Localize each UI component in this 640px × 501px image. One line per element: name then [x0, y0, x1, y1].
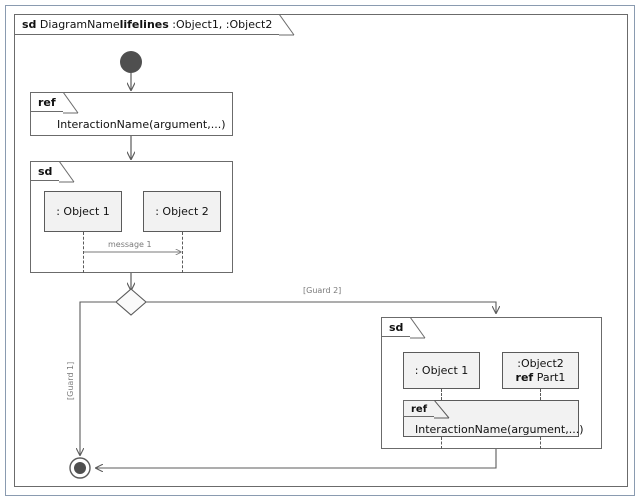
lifeline-object-2 [182, 232, 183, 273]
lifeline-head-label: : Object 1 [414, 363, 469, 377]
ref-top-tag: ref [30, 92, 79, 114]
frame-lifelines-keyword: lifelines [119, 18, 169, 31]
lifeline-head-object-2-right[interactable]: :Object2 ref Part1 [502, 352, 579, 389]
lifeline-head-label-line1: :Object2 [517, 356, 564, 370]
sd-right-keyword: sd [389, 321, 404, 334]
ref-fragment-right[interactable] [403, 400, 579, 437]
lifeline-head-object-1[interactable]: : Object 1 [44, 191, 122, 232]
tag-clip-corner [62, 92, 79, 114]
tag-clip-corner [410, 317, 426, 339]
ref-right-body: InteractionName(argument,...) [415, 423, 584, 436]
lifeline-object-2-right [540, 389, 541, 400]
tag-clip-corner [59, 161, 75, 183]
frame-lifelines-list: :Object1, :Object2 [172, 18, 273, 31]
ref-top-body: InteractionName(argument,...) [57, 118, 226, 131]
guard-2-label: [Guard 2] [303, 286, 342, 295]
lifeline-head-object-1-right[interactable]: : Object 1 [403, 352, 480, 389]
tag-clip-corner [279, 14, 295, 36]
part-ref-keyword: ref [515, 370, 534, 384]
lifeline-head-label: : Object 2 [155, 204, 209, 218]
guard-1-label: [Guard 1] [66, 361, 75, 400]
lifeline-object-1-right-lower [441, 437, 442, 449]
ref-right-tag: ref [403, 400, 450, 419]
lifeline-object-1 [83, 232, 84, 273]
frame-name: DiagramName [39, 18, 120, 31]
ref-right-keyword: ref [411, 404, 428, 415]
frame-keyword: sd [22, 18, 37, 31]
sd-left-keyword: sd [38, 165, 53, 178]
sd-left-tag: sd [30, 161, 75, 183]
sd-right-tag: sd [381, 317, 426, 339]
ref-top-keyword: ref [38, 96, 56, 109]
lifeline-object-2-right-lower [540, 437, 541, 449]
lifeline-object-1-right [441, 389, 442, 400]
lifeline-head-label: : Object 1 [56, 204, 110, 218]
part-name: Part1 [536, 370, 566, 384]
frame-header-tag: sd DiagramNamelifelines :Object1, :Objec… [14, 14, 295, 36]
message-label: message 1 [108, 240, 152, 249]
tag-clip-corner [434, 400, 450, 419]
lifeline-head-label-line2: ref Part1 [516, 371, 566, 385]
lifeline-head-object-2[interactable]: : Object 2 [143, 191, 221, 232]
